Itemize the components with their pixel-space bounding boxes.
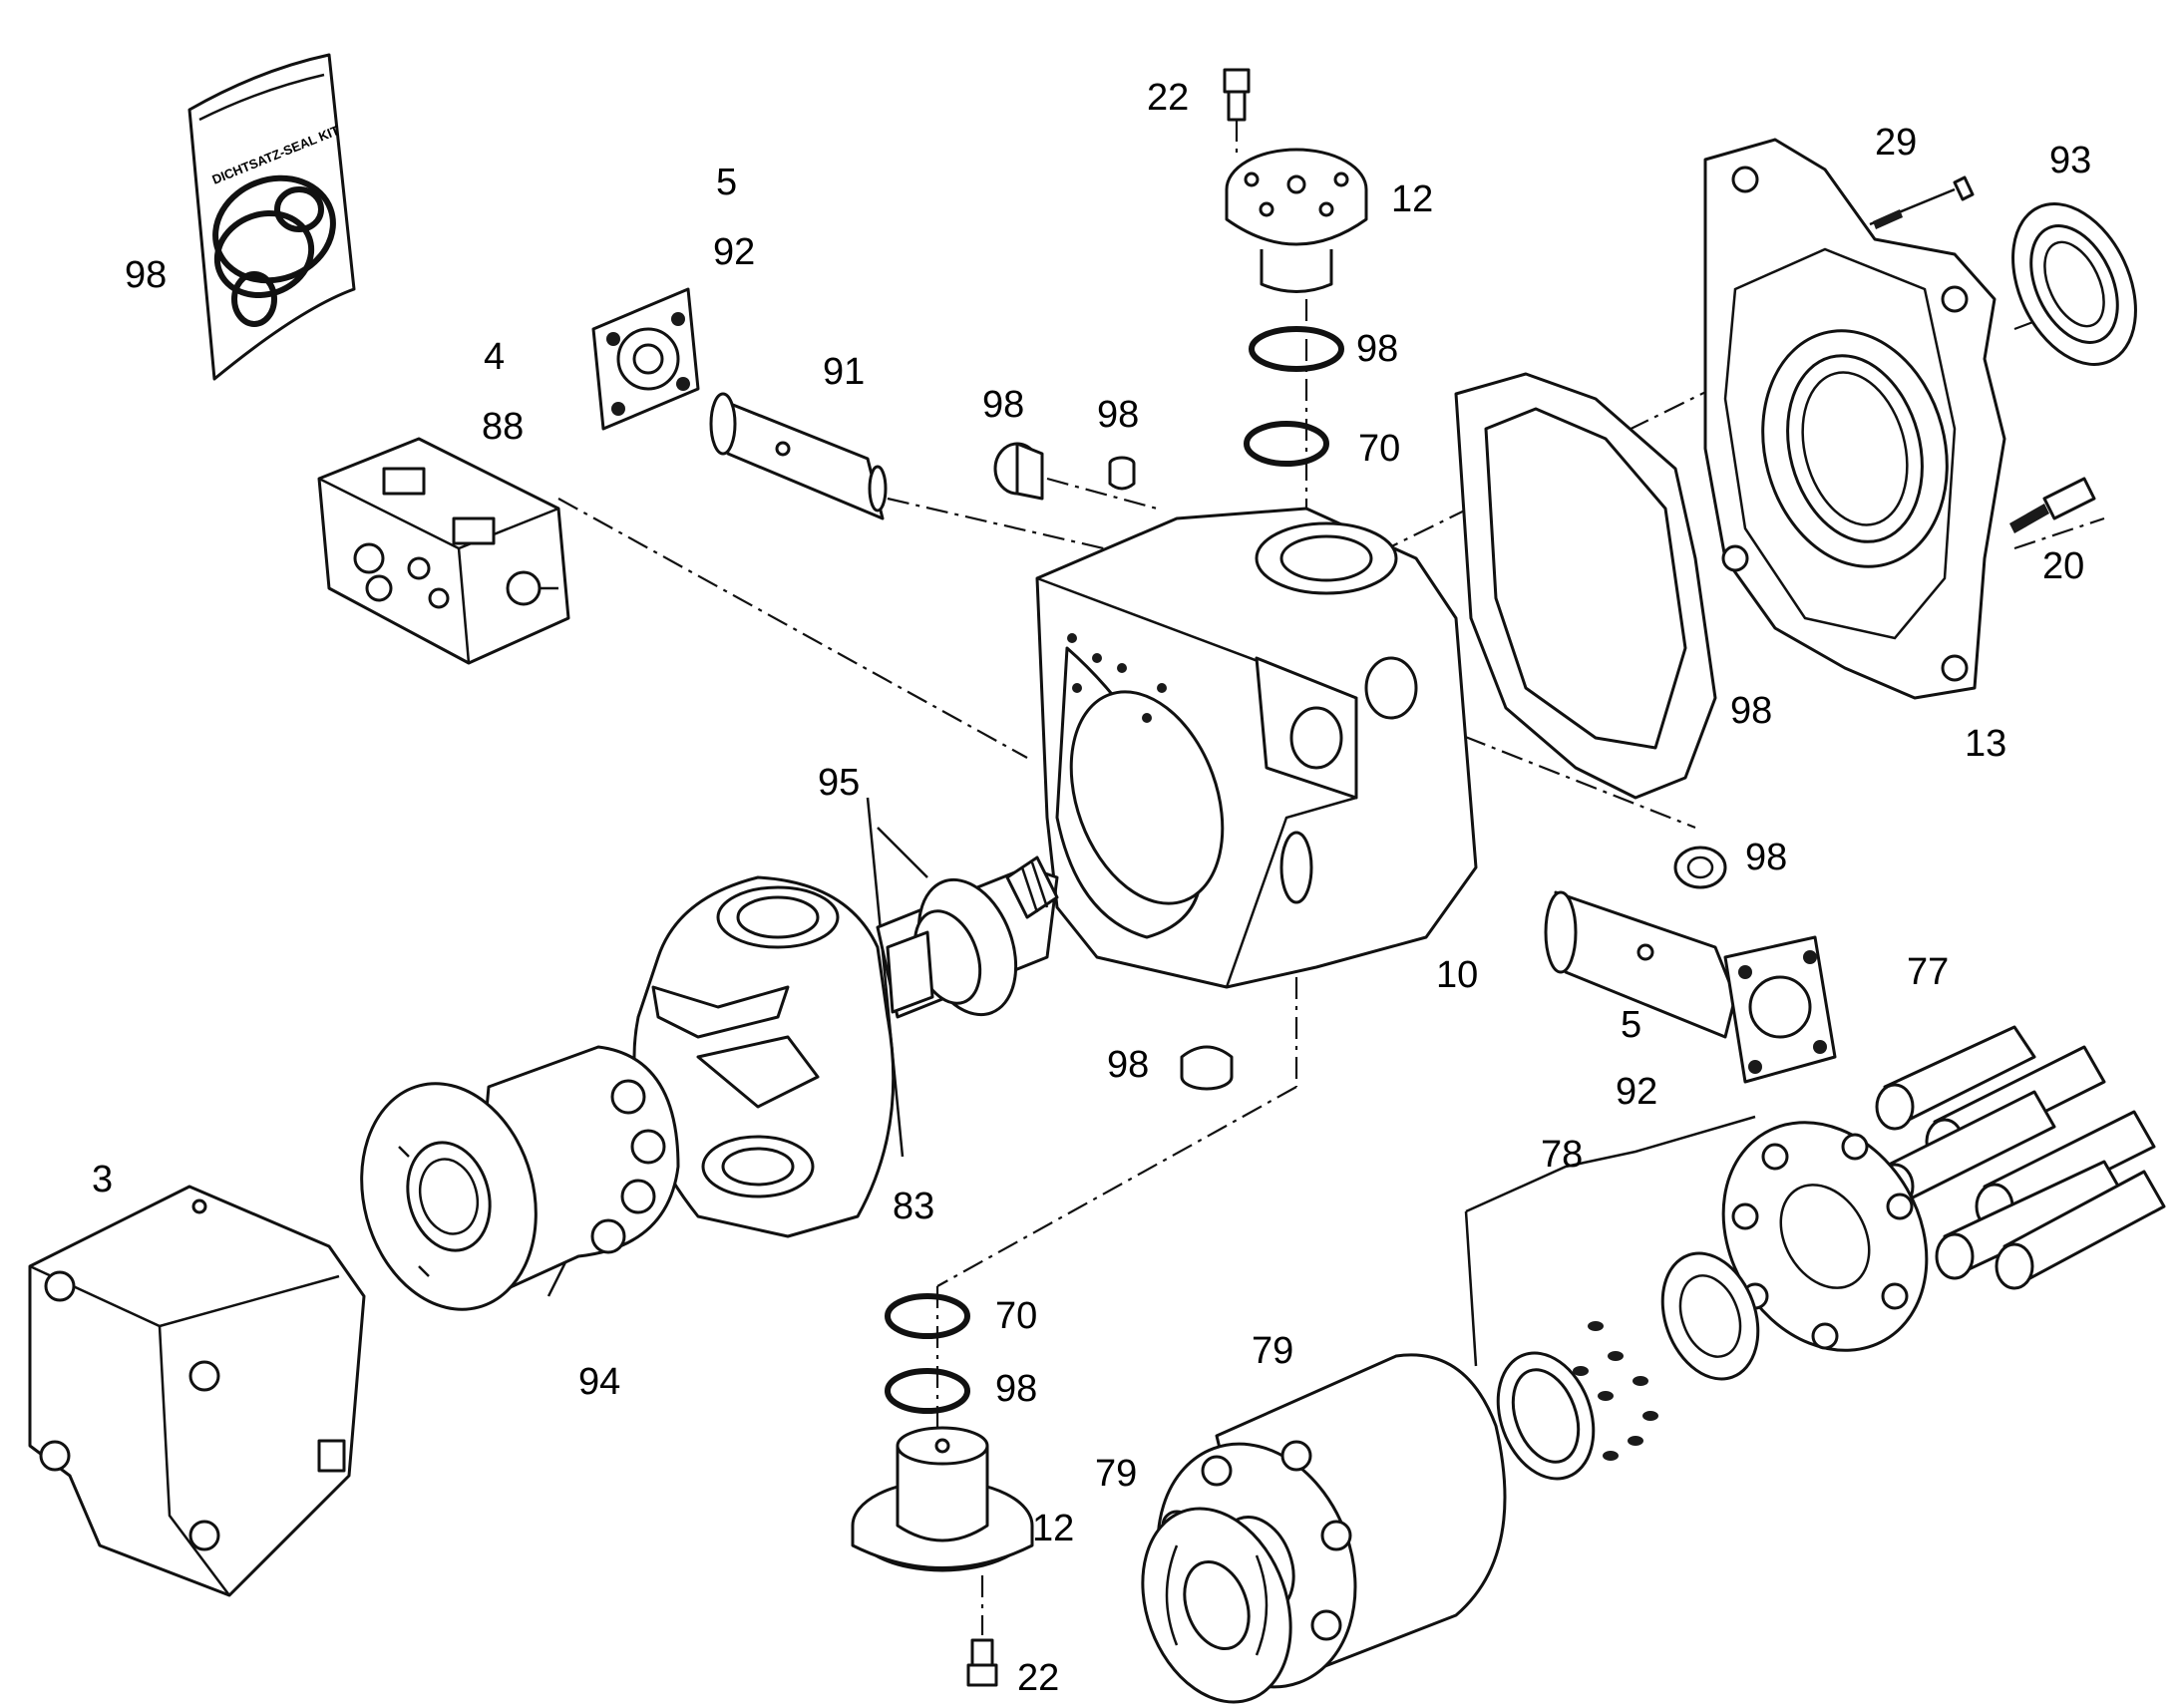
- callout-12-bottom: 12: [1032, 1508, 1074, 1549]
- drive-shaft-95: [876, 855, 1059, 1019]
- callout-5-right: 5: [1621, 1004, 1641, 1046]
- callout-12-top: 12: [1391, 178, 1433, 220]
- callout-98-seal-kit: 98: [125, 254, 167, 296]
- actuator-cover-top: [591, 287, 700, 431]
- callout-70-bottom: 70: [995, 1295, 1037, 1337]
- leader-lines: [546, 797, 1756, 1367]
- callout-98-gasket: 98: [1730, 690, 1772, 732]
- callout-77: 77: [1907, 951, 1949, 993]
- callout-91: 91: [823, 351, 865, 393]
- callout-95: 95: [818, 762, 860, 804]
- callout-79-a: 79: [1252, 1330, 1293, 1372]
- retaining-ring: [1660, 1251, 1760, 1381]
- yoke-83: [632, 875, 896, 1238]
- callout-5-top: 5: [716, 162, 737, 203]
- callout-93: 93: [2049, 140, 2091, 181]
- callout-88: 88: [482, 406, 524, 448]
- callout-98-plug-a: 98: [982, 384, 1024, 426]
- callout-83: 83: [893, 1186, 934, 1227]
- port-flange-12-top: [1225, 148, 1368, 293]
- callout-78: 78: [1541, 1134, 1583, 1176]
- callout-4: 4: [484, 336, 505, 378]
- gasket-98: [1454, 372, 1717, 800]
- o-rings-bottom: [885, 1293, 970, 1414]
- callout-98-ring-top: 98: [1356, 328, 1398, 370]
- callout-labels: 98 5 92 4 88 91 98 98 22 12 98 70 29 93 …: [92, 77, 2091, 1699]
- callout-10: 10: [1436, 954, 1478, 996]
- actuator-cover-right: [1723, 935, 1837, 1084]
- callout-3: 3: [92, 1159, 113, 1200]
- cylinder-94: [360, 1045, 680, 1311]
- plug-98-right: [1673, 846, 1727, 889]
- callout-70-top: 70: [1358, 428, 1400, 470]
- callout-29: 29: [1875, 122, 1917, 164]
- plug-98-b: [1108, 456, 1136, 491]
- callout-22-bottom: 22: [1017, 1657, 1059, 1699]
- callout-98-plug-b: 98: [1097, 394, 1139, 436]
- rear-cover-3: [28, 1185, 366, 1597]
- o-rings-top: [1244, 326, 1344, 467]
- plug-98-a: [993, 442, 1044, 501]
- callout-92-top: 92: [713, 231, 755, 273]
- pump-housing: [1035, 507, 1478, 989]
- shaft-seal-93: [2011, 202, 2137, 366]
- callout-92-right: 92: [1616, 1071, 1657, 1113]
- control-valve: [317, 437, 570, 665]
- end-cover-13: [1703, 138, 2006, 700]
- callout-20: 20: [2042, 545, 2084, 587]
- callout-13: 13: [1965, 723, 2006, 765]
- screw-29: [1869, 175, 1975, 229]
- valve-plate-79: [1141, 1507, 1292, 1704]
- plug-98-bottom: [1180, 1045, 1234, 1091]
- control-piston-right: [1544, 890, 1737, 1039]
- callout-98-plug-bottom: 98: [1107, 1044, 1149, 1086]
- screw-20: [2009, 477, 2096, 533]
- control-piston-91: [709, 392, 888, 520]
- screw-22-top: [1223, 68, 1251, 122]
- thrust-disc: [1496, 1351, 1596, 1481]
- callout-79-b: 79: [1095, 1453, 1137, 1495]
- callout-22-top: 22: [1147, 77, 1189, 119]
- port-flange-12-bottom: [851, 1426, 1034, 1572]
- callout-98-plug-right: 98: [1745, 837, 1787, 878]
- callout-94: 94: [578, 1361, 620, 1403]
- callout-98-ring-bottom: 98: [995, 1368, 1037, 1410]
- screw-22-bottom: [966, 1638, 998, 1687]
- seal-kit-bag: DICHTSATZ-SEAL KIT: [187, 53, 356, 381]
